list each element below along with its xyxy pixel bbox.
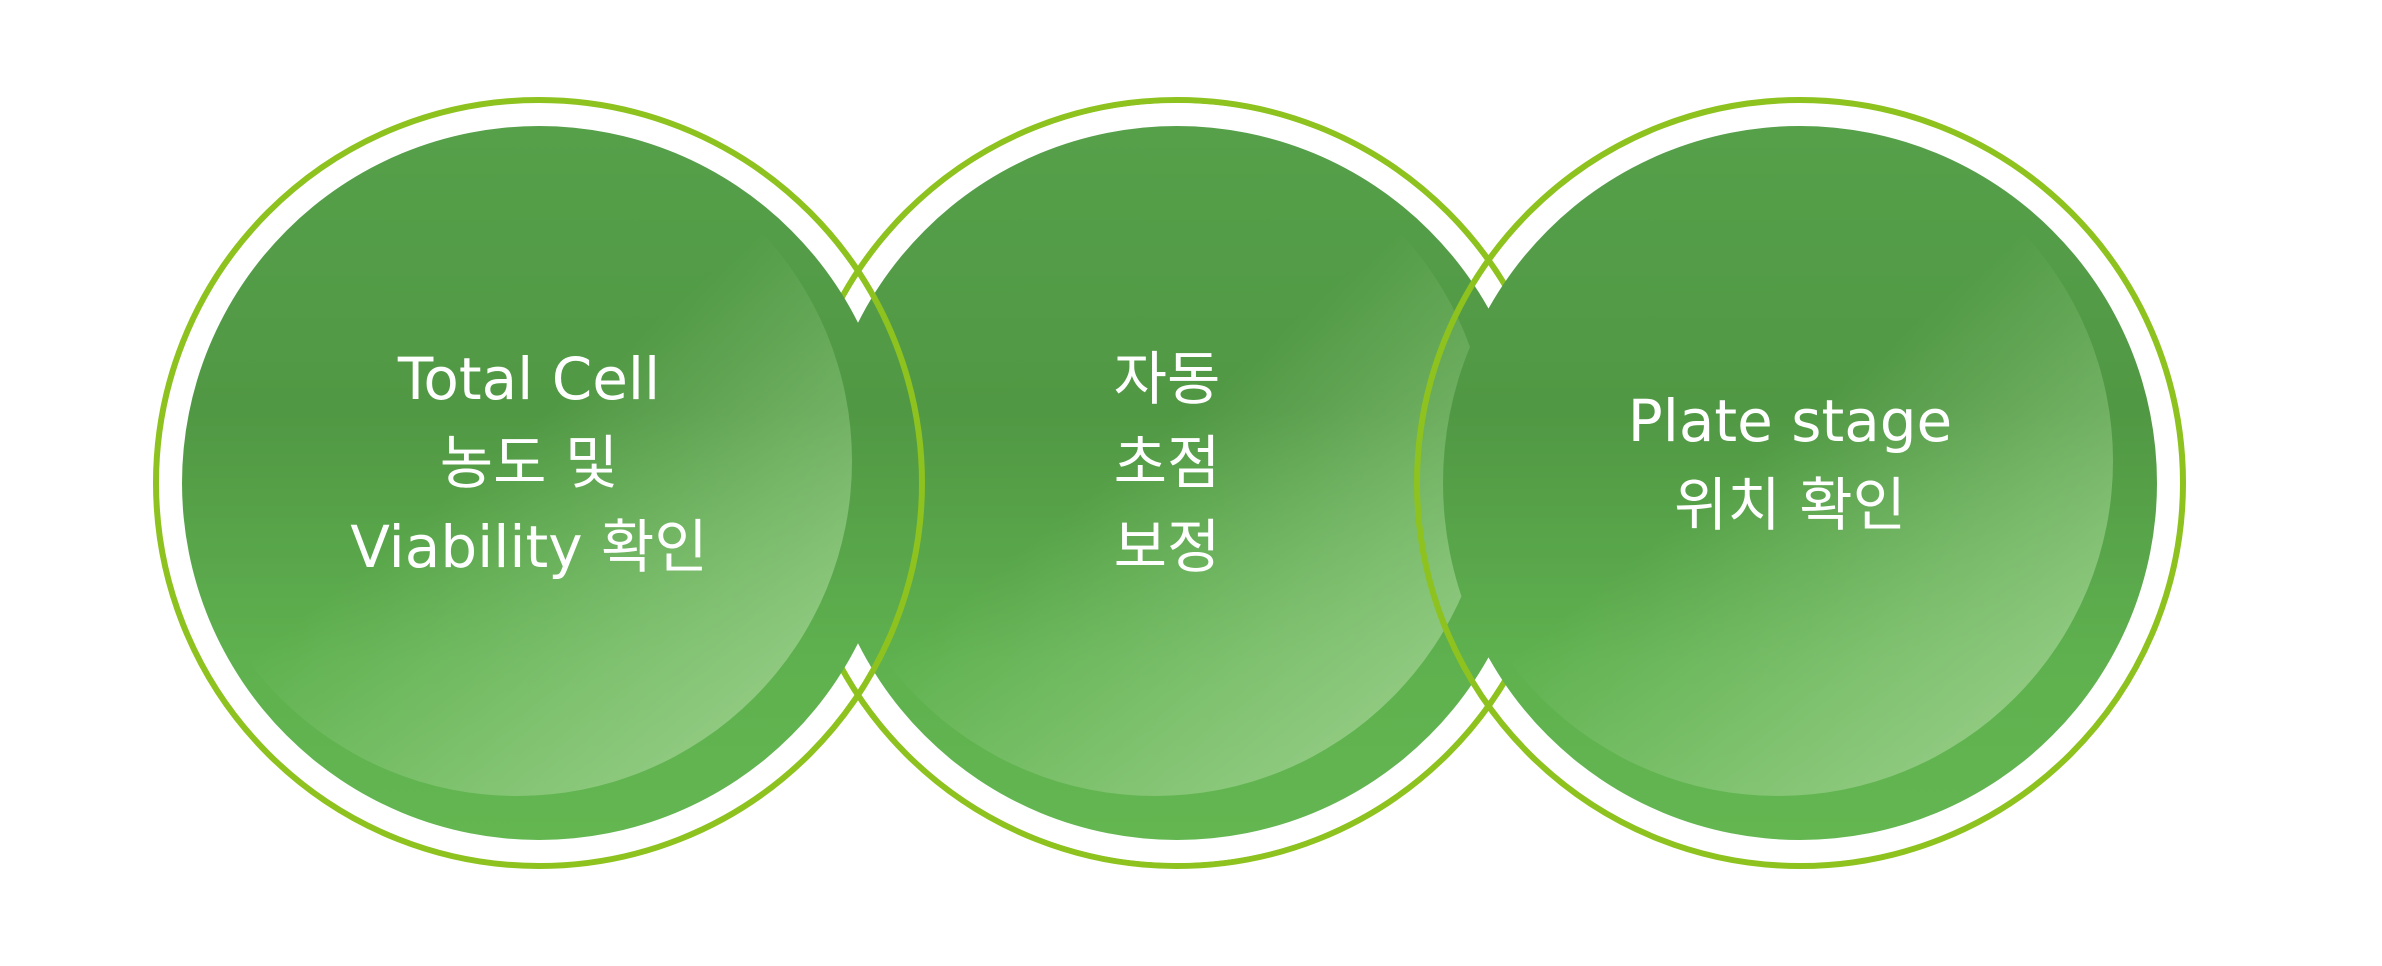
label-line: 자동 xyxy=(1113,345,1221,413)
label-line: Total Cell xyxy=(397,345,661,413)
node-ring xyxy=(1414,97,2186,869)
node-disk: Total Cell 농도 및 Viability 확인 xyxy=(182,126,896,840)
node-label: Total Cell 농도 및 Viability 확인 xyxy=(182,126,896,840)
node-autofocus: 자동 초점 보정 xyxy=(791,97,1563,869)
label-line: 위치 확인 xyxy=(1674,471,1906,539)
node-ring xyxy=(153,97,925,869)
node-label: Plate stage 위치 확인 xyxy=(1443,126,2157,840)
label-line: 농도 및 xyxy=(439,429,619,497)
node-plate-stage: Plate stage 위치 확인 xyxy=(1414,97,2186,869)
label-line: 초점 xyxy=(1113,429,1221,497)
label-line: Viability 확인 xyxy=(350,513,708,581)
label-line: 보정 xyxy=(1113,513,1221,581)
node-disk: Plate stage 위치 확인 xyxy=(1443,126,2157,840)
node-label: 자동 초점 보정 xyxy=(820,126,1534,840)
node-disk: 자동 초점 보정 xyxy=(820,126,1534,840)
label-line: Plate stage xyxy=(1627,387,1953,455)
node-cell-viability: Total Cell 농도 및 Viability 확인 xyxy=(153,97,925,869)
